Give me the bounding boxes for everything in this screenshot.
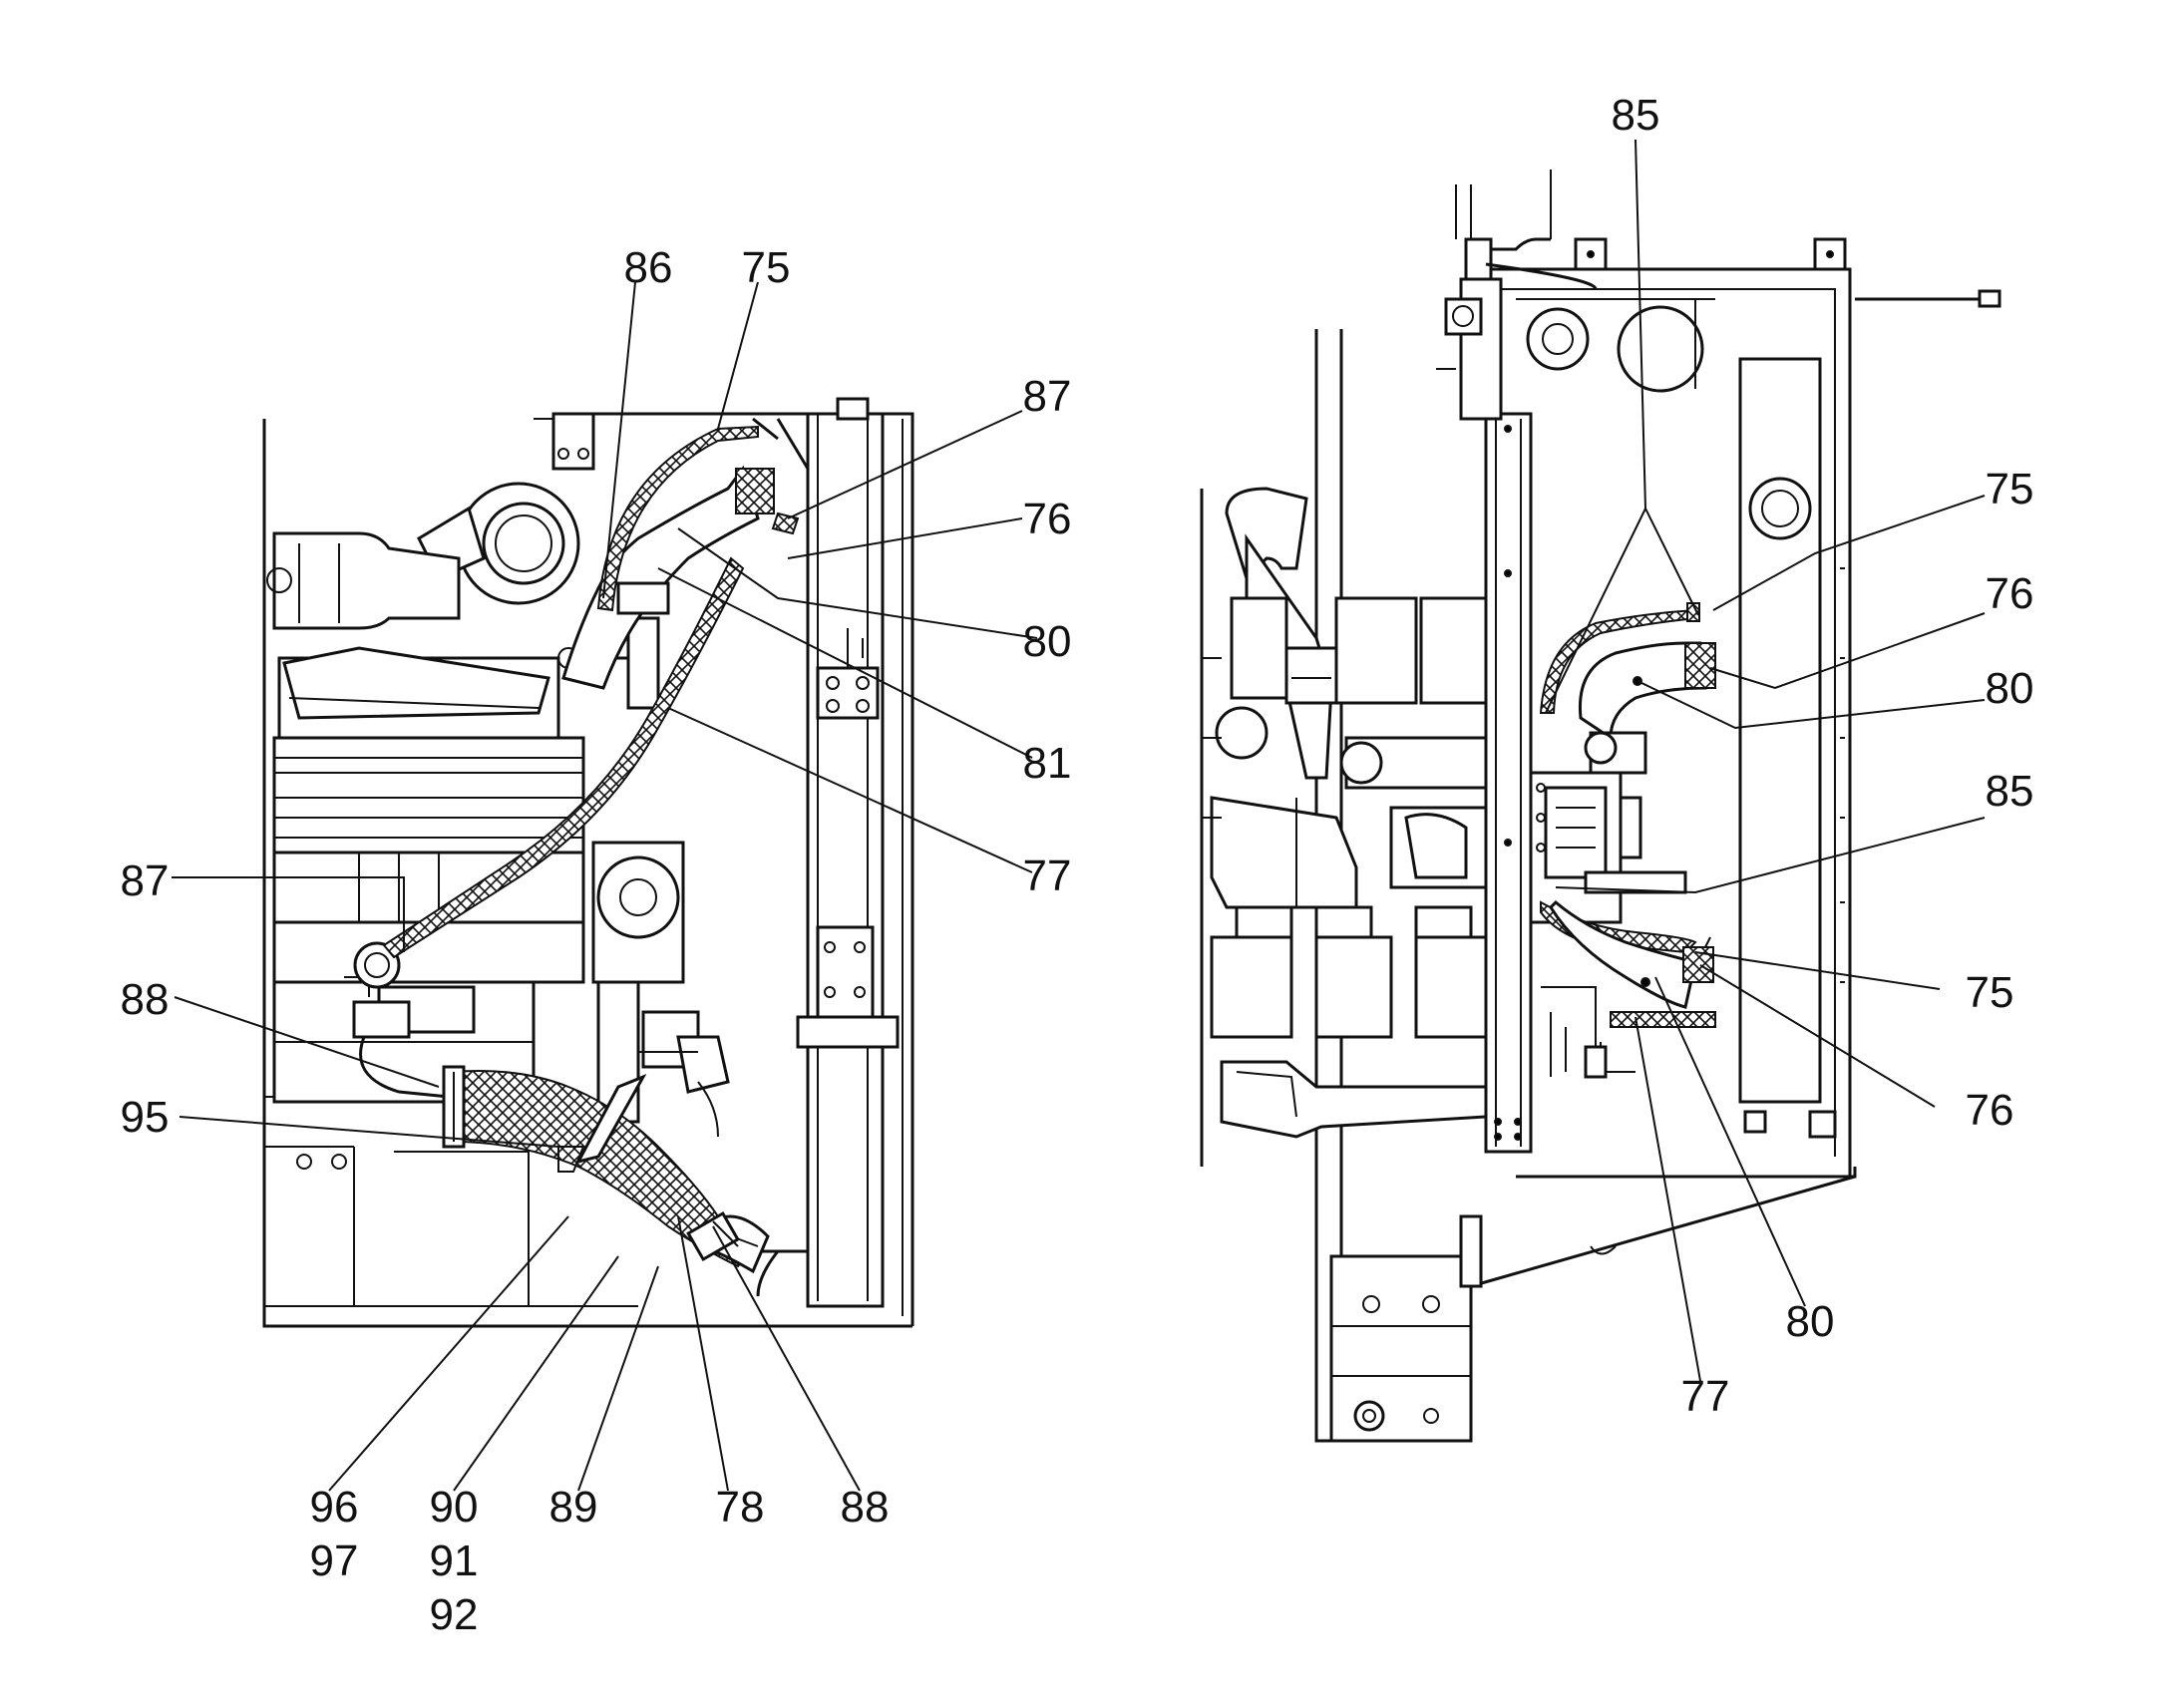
left-thermostat-elbow bbox=[352, 941, 450, 1099]
callout-85-middle: 85 bbox=[1986, 767, 2034, 816]
left-hose-bracket bbox=[557, 1035, 730, 1173]
callout-97: 97 bbox=[310, 1537, 359, 1585]
callout-86: 86 bbox=[624, 243, 673, 292]
left-vent-hose bbox=[596, 425, 800, 612]
callout-88-bottom: 88 bbox=[841, 1483, 890, 1532]
callout-80-upper: 80 bbox=[1986, 664, 2034, 713]
callout-96: 96 bbox=[310, 1483, 359, 1532]
left-overflow-hose bbox=[382, 556, 745, 959]
callout-87-lower: 87 bbox=[121, 856, 170, 905]
callout-75: 75 bbox=[742, 243, 791, 292]
callout-77: 77 bbox=[1023, 852, 1072, 900]
callout-89: 89 bbox=[549, 1483, 598, 1532]
radiator bbox=[756, 397, 900, 1308]
left-view: 86 75 87 76 80 81 77 87 88 95 96 97 90 9… bbox=[121, 243, 1072, 1639]
callout-77-right: 77 bbox=[1681, 1372, 1730, 1421]
callout-95: 95 bbox=[121, 1093, 170, 1142]
right-top-fittings bbox=[1436, 237, 2001, 393]
callout-88-left: 88 bbox=[121, 975, 170, 1024]
left-upper-hose bbox=[561, 465, 775, 690]
callout-85-top: 85 bbox=[1612, 91, 1660, 140]
callout-75-upper: 75 bbox=[1986, 465, 2034, 513]
callout-80-lower: 80 bbox=[1786, 1297, 1835, 1346]
right-manifold-box bbox=[1529, 771, 1687, 924]
callout-90: 90 bbox=[430, 1483, 479, 1532]
left-callouts: 86 75 87 76 80 81 77 87 88 95 96 97 90 9… bbox=[121, 243, 1072, 1639]
callout-76: 76 bbox=[1023, 495, 1072, 543]
left-frame bbox=[262, 412, 914, 1328]
callout-91: 91 bbox=[430, 1537, 479, 1585]
right-engine bbox=[1202, 487, 1488, 1139]
right-upper-hose bbox=[1539, 602, 1716, 775]
left-top-shroud bbox=[534, 412, 810, 509]
callout-81: 81 bbox=[1023, 739, 1072, 788]
right-callouts: 85 75 76 80 85 75 76 80 77 bbox=[1612, 91, 2034, 1421]
callout-87-upper: 87 bbox=[1023, 372, 1072, 421]
callout-75-lower: 75 bbox=[1966, 968, 2014, 1017]
callout-78: 78 bbox=[716, 1483, 765, 1532]
right-view: 85 75 76 80 85 75 76 80 77 bbox=[1200, 91, 2034, 1443]
callout-92: 92 bbox=[430, 1590, 479, 1639]
callout-76-upper: 76 bbox=[1986, 569, 2034, 618]
right-leaders bbox=[1545, 139, 1986, 1382]
callout-76-lower: 76 bbox=[1966, 1086, 2014, 1135]
left-engine bbox=[266, 482, 700, 1124]
callout-80: 80 bbox=[1023, 617, 1072, 666]
right-radiator bbox=[1738, 357, 1845, 1139]
left-clamps bbox=[686, 1210, 740, 1262]
left-leaders bbox=[172, 281, 1038, 1492]
